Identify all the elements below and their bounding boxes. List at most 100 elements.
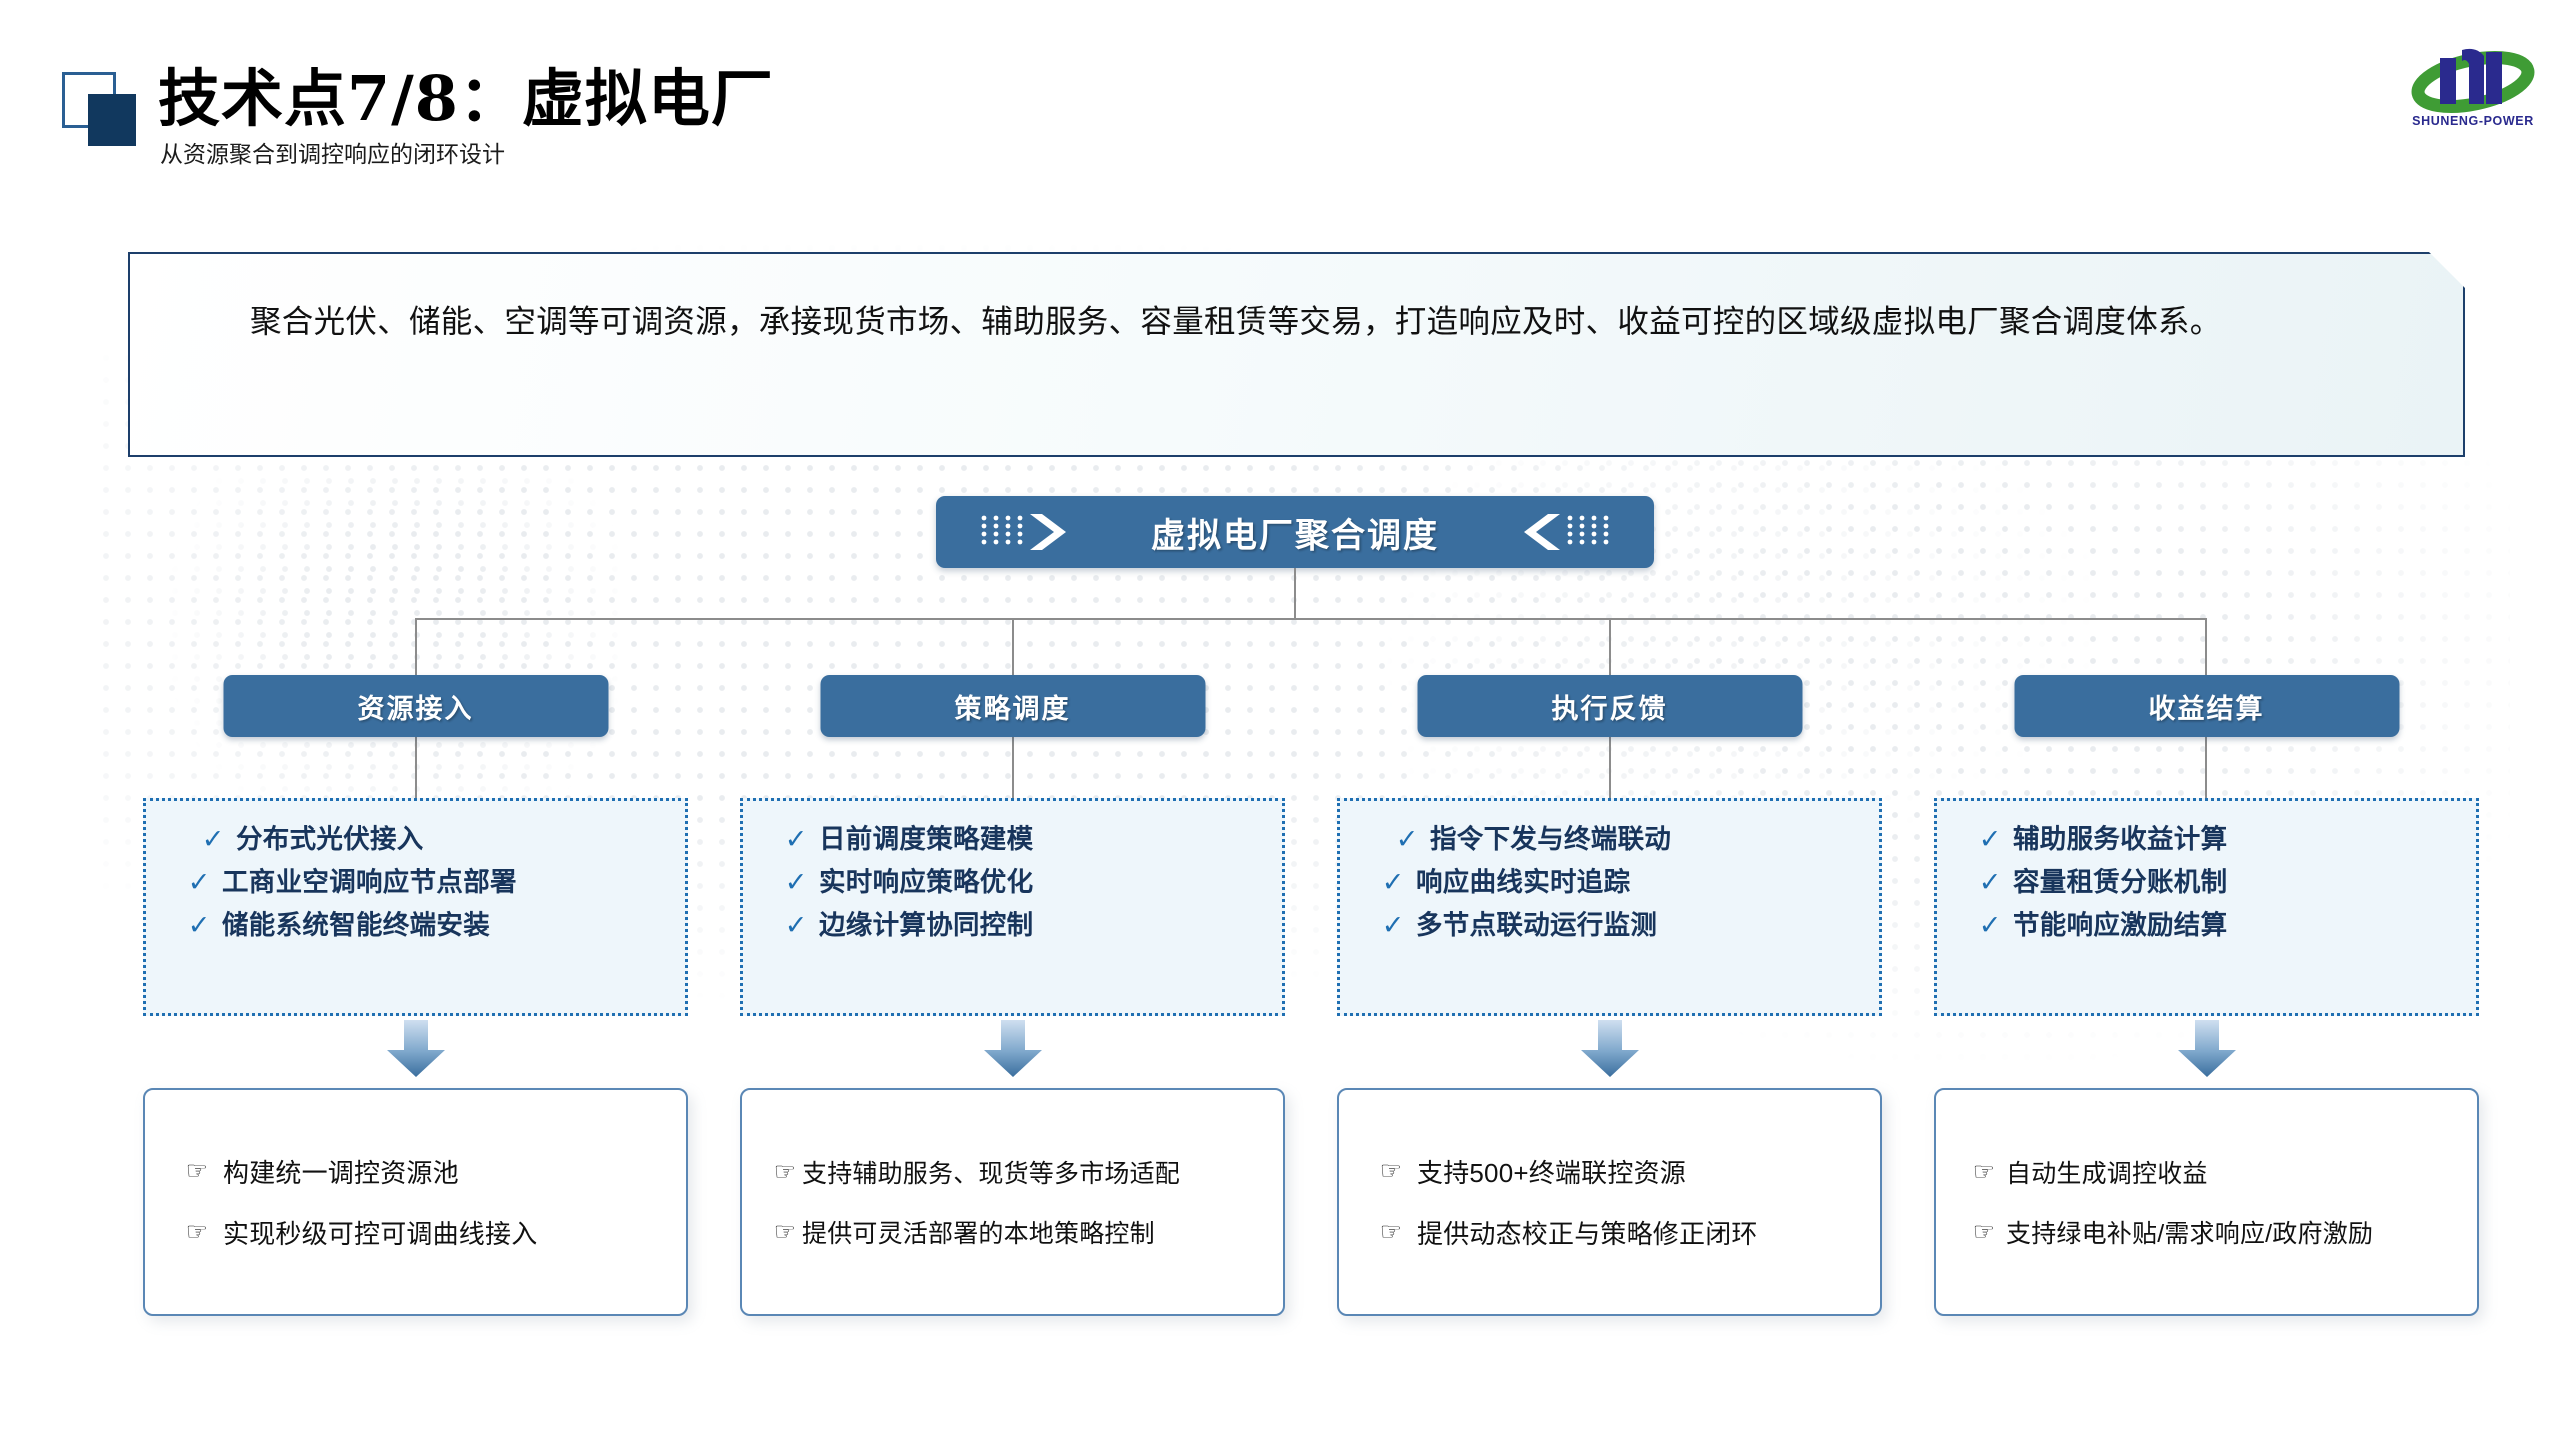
check-icon: ✓ xyxy=(1381,867,1405,898)
hub-title: 虚拟电厂聚合调度 xyxy=(1151,516,1439,555)
result-item: ☞ 构建统一调控资源池 xyxy=(171,1153,660,1190)
connector-branch-1 xyxy=(415,618,417,676)
result-item: ☞ 提供动态校正与策略修正闭环 xyxy=(1365,1214,1854,1251)
connector-chip-to-card-4 xyxy=(2205,737,2207,799)
result-item-label: 支持绿电补贴/需求响应/政府激励 xyxy=(2006,1220,2374,1248)
checklist-item: ✓ 指令下发与终端联动 xyxy=(1370,823,1849,856)
connector-chip-to-card-3 xyxy=(1609,737,1611,799)
result-item: ☞ 自动生成调控收益 xyxy=(1962,1154,2451,1190)
result-item: ☞ 支持绿电补贴/需求响应/政府激励 xyxy=(1962,1214,2451,1250)
result-item: ☞ 提供可灵活部署的本地策略控制 xyxy=(768,1214,1257,1250)
checklist-item: ✓ 节能响应激励结算 xyxy=(1967,909,2446,942)
down-arrow-icon-3 xyxy=(1580,1020,1639,1077)
checklist-item-label: 响应曲线实时追踪 xyxy=(1416,867,1631,898)
page-title: 技术点7/8：虚拟电厂 xyxy=(158,62,774,135)
checklist-item-label: 工商业空调响应节点部署 xyxy=(222,867,517,898)
header-square-mark-icon xyxy=(62,72,136,146)
checklist-item: ✓ 多节点联动运行监测 xyxy=(1370,909,1849,942)
result-item-label: 提供动态校正与策略修正闭环 xyxy=(1417,1219,1758,1249)
category-chip-4[interactable]: 收益结算 xyxy=(2014,675,2399,737)
checklist-item: ✓ 日前调度策略建模 xyxy=(773,823,1252,856)
connector-chip-to-card-1 xyxy=(415,737,417,799)
pointing-hand-icon: ☞ xyxy=(773,1217,797,1246)
result-item: ☞ 支持500+终端联控资源 xyxy=(1365,1153,1854,1190)
checklist-item-label: 日前调度策略建模 xyxy=(819,824,1034,854)
summary-banner-text: 聚合光伏、储能、空调等可调资源，承接现货市场、辅助服务、容量租赁等交易，打造响应… xyxy=(250,303,2222,339)
check-icon: ✓ xyxy=(187,910,211,941)
checklist-item: ✓ 辅助服务收益计算 xyxy=(1967,823,2446,856)
checklist-item-label: 实时响应策略优化 xyxy=(819,867,1034,898)
chevron-right-decoration-icon xyxy=(978,510,1086,554)
down-arrow-icon-1 xyxy=(386,1020,445,1077)
category-chip-2[interactable]: 策略调度 xyxy=(820,675,1205,737)
check-icon: ✓ xyxy=(187,867,211,898)
connector-branch-4 xyxy=(2205,618,2207,676)
category-chip-1[interactable]: 资源接入 xyxy=(223,675,608,737)
result-card-4: ☞ 自动生成调控收益 ☞ 支持绿电补贴/需求响应/政府激励 xyxy=(1934,1088,2479,1316)
result-item-label: 构建统一调控资源池 xyxy=(223,1158,459,1188)
checklist-item-label: 储能系统智能终端安装 xyxy=(222,910,490,941)
checklist-item: ✓ 储能系统智能终端安装 xyxy=(176,909,655,942)
connector-hub-stem xyxy=(1294,568,1296,620)
result-card-2: ☞ 支持辅助服务、现货等多市场适配 ☞ 提供可灵活部署的本地策略控制 xyxy=(740,1088,1285,1316)
pointing-hand-icon: ☞ xyxy=(1972,1157,1996,1186)
square-solid-shape xyxy=(88,94,136,146)
pointing-hand-icon: ☞ xyxy=(773,1157,797,1186)
pointing-hand-icon: ☞ xyxy=(185,1218,209,1246)
check-icon: ✓ xyxy=(1978,910,2002,941)
checklist-item: ✓ 分布式光伏接入 xyxy=(176,823,655,856)
category-chip-2-label: 策略调度 xyxy=(954,693,1071,724)
checklist-item: ✓ 工商业空调响应节点部署 xyxy=(176,866,655,899)
down-arrow-icon-2 xyxy=(983,1020,1042,1077)
check-icon: ✓ xyxy=(784,910,808,941)
checklist-card-3: ✓ 指令下发与终端联动 ✓ 响应曲线实时追踪 ✓ 多节点联动运行监测 xyxy=(1337,798,1882,1016)
down-arrow-icon-4 xyxy=(2177,1020,2236,1077)
pointing-hand-icon: ☞ xyxy=(1972,1217,1996,1246)
checklist-item-label: 分布式光伏接入 xyxy=(236,824,424,854)
result-item: ☞ 支持辅助服务、现货等多市场适配 xyxy=(768,1154,1257,1190)
checklist-item-label: 容量租赁分账机制 xyxy=(2013,867,2228,898)
result-item-label: 支持辅助服务、现货等多市场适配 xyxy=(802,1160,1181,1188)
hub-node[interactable]: 虚拟电厂聚合调度 xyxy=(936,496,1654,568)
pointing-hand-icon: ☞ xyxy=(1379,1157,1403,1185)
chevron-left-decoration-icon xyxy=(1504,510,1612,554)
checklist-item-label: 边缘计算协同控制 xyxy=(819,910,1034,941)
connector-horizontal-bus xyxy=(415,618,2205,620)
check-icon: ✓ xyxy=(201,824,225,854)
company-logo: SHUNENG-POWER xyxy=(2400,30,2546,130)
connector-branch-2 xyxy=(1012,618,1014,676)
pointing-hand-icon: ☞ xyxy=(1379,1218,1403,1246)
checklist-item-label: 多节点联动运行监测 xyxy=(1416,910,1658,941)
checklist-card-4: ✓ 辅助服务收益计算 ✓ 容量租赁分账机制 ✓ 节能响应激励结算 xyxy=(1934,798,2479,1016)
checklist-item-label: 节能响应激励结算 xyxy=(2013,910,2228,941)
result-item: ☞ 实现秒级可控可调曲线接入 xyxy=(171,1214,660,1251)
result-card-3: ☞ 支持500+终端联控资源 ☞ 提供动态校正与策略修正闭环 xyxy=(1337,1088,1882,1316)
result-item-label: 提供可灵活部署的本地策略控制 xyxy=(802,1220,1155,1248)
connector-branch-3 xyxy=(1609,618,1611,676)
checklist-item: ✓ 边缘计算协同控制 xyxy=(773,909,1252,942)
result-item-label: 自动生成调控收益 xyxy=(2006,1160,2208,1188)
check-icon: ✓ xyxy=(784,824,808,854)
checklist-item: ✓ 容量租赁分账机制 xyxy=(1967,866,2446,899)
checklist-card-2: ✓ 日前调度策略建模 ✓ 实时响应策略优化 ✓ 边缘计算协同控制 xyxy=(740,798,1285,1016)
category-chip-3[interactable]: 执行反馈 xyxy=(1417,675,1802,737)
check-icon: ✓ xyxy=(1978,824,2002,854)
category-chip-1-label: 资源接入 xyxy=(357,693,474,724)
result-item-label: 实现秒级可控可调曲线接入 xyxy=(223,1219,538,1249)
checklist-item: ✓ 实时响应策略优化 xyxy=(773,866,1252,899)
checklist-item-label: 辅助服务收益计算 xyxy=(2013,824,2228,854)
check-icon: ✓ xyxy=(1381,910,1405,941)
category-chip-3-label: 执行反馈 xyxy=(1551,693,1668,724)
result-item-label: 支持500+终端联控资源 xyxy=(1417,1158,1686,1188)
result-card-1: ☞ 构建统一调控资源池 ☞ 实现秒级可控可调曲线接入 xyxy=(143,1088,688,1316)
checklist-item-label: 指令下发与终端联动 xyxy=(1430,824,1672,854)
checklist-item: ✓ 响应曲线实时追踪 xyxy=(1370,866,1849,899)
pointing-hand-icon: ☞ xyxy=(185,1157,209,1185)
summary-banner: 聚合光伏、储能、空调等可调资源，承接现货市场、辅助服务、容量租赁等交易，打造响应… xyxy=(128,252,2465,457)
check-icon: ✓ xyxy=(1395,824,1419,854)
check-icon: ✓ xyxy=(784,867,808,898)
logo-wordmark: SHUNENG-POWER xyxy=(2412,114,2534,128)
category-chip-4-label: 收益结算 xyxy=(2148,693,2265,724)
check-icon: ✓ xyxy=(1978,867,2002,898)
